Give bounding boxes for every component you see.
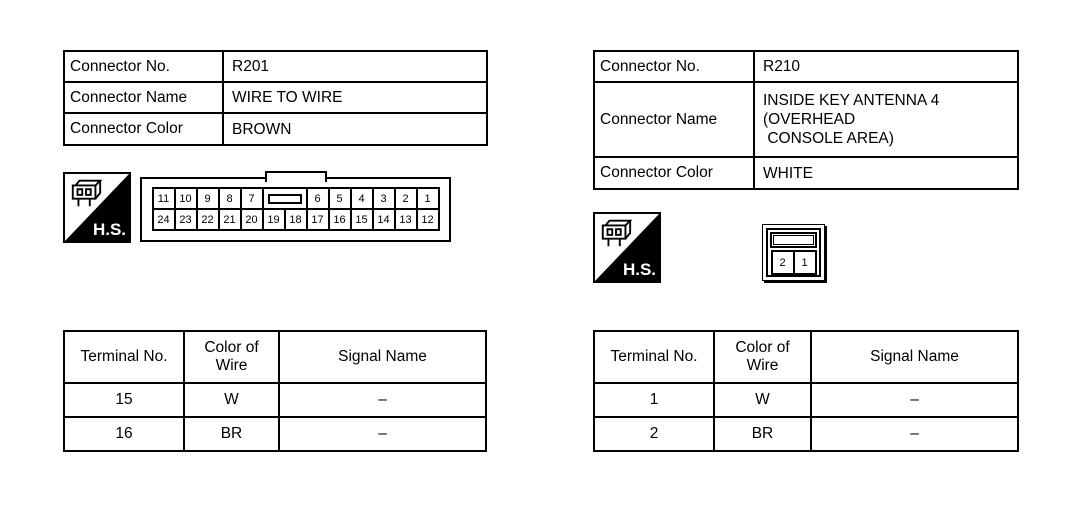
connector-color-value: BROWN xyxy=(222,112,488,146)
terminal-no-cell: 2 xyxy=(593,416,715,452)
signal-name-cell: – xyxy=(278,416,487,452)
signal-name-cell: – xyxy=(810,382,1019,418)
connector-name-label: Connector Name xyxy=(593,81,755,158)
pin-12: 12 xyxy=(415,208,440,231)
pin-10: 10 xyxy=(173,187,198,210)
pin-7: 7 xyxy=(239,187,264,210)
connector-inner-frame: 2 1 xyxy=(766,228,821,277)
terminal-no-header: Terminal No. xyxy=(593,330,715,384)
latch-slot-inner xyxy=(773,235,814,245)
pin-1: 1 xyxy=(792,250,817,275)
wire-color-cell: BR xyxy=(183,416,280,452)
connector-no-label: Connector No. xyxy=(593,50,755,83)
terminal-no-cell: 1 xyxy=(593,382,715,418)
connector-keying-tab xyxy=(264,171,327,182)
signal-name-cell: – xyxy=(810,416,1019,452)
pin-1: 1 xyxy=(415,187,440,210)
wire-color-cell: BR xyxy=(713,416,812,452)
connector-no-value: R210 xyxy=(753,50,1019,83)
pin-14: 14 xyxy=(371,208,396,231)
terminal-row: 15 W – xyxy=(63,382,487,418)
pin-11: 11 xyxy=(151,187,176,210)
signal-name-header: Signal Name xyxy=(278,330,487,384)
terminal-table-right: Terminal No. Color of Wire Signal Name 1… xyxy=(593,330,1019,452)
terminal-no-cell: 16 xyxy=(63,416,185,452)
pin-23: 23 xyxy=(173,208,198,231)
pin-6: 6 xyxy=(305,187,330,210)
latch-slot-cell xyxy=(261,187,308,210)
hs-badge-label: H.S. xyxy=(92,220,126,239)
pin-21: 21 xyxy=(217,208,242,231)
connector-color-label: Connector Color xyxy=(593,156,755,190)
pin-2: 2 xyxy=(770,250,795,275)
connector-name-value: INSIDE KEY ANTENNA 4 (OVERHEAD CONSOLE A… xyxy=(753,81,1019,158)
harness-connector-icon xyxy=(601,219,633,247)
pin-24: 24 xyxy=(151,208,176,231)
connector-drawing-r210: 2 1 xyxy=(762,224,825,281)
color-of-wire-header: Color of Wire xyxy=(183,330,280,384)
connector-name-value: WIRE TO WIRE xyxy=(222,81,488,114)
pin-8: 8 xyxy=(217,187,242,210)
pin-19: 19 xyxy=(261,208,286,231)
terminal-no-cell: 15 xyxy=(63,382,185,418)
terminal-table-left: Terminal No. Color of Wire Signal Name 1… xyxy=(63,330,487,452)
pin-grid-r201: 11 10 9 8 7 6 5 4 3 2 1 24 23 22 21 20 1… xyxy=(151,187,440,231)
pin-17: 17 xyxy=(305,208,330,231)
wire-color-cell: W xyxy=(713,382,812,418)
hs-badge-left: H.S. xyxy=(63,172,131,243)
pin-5: 5 xyxy=(327,187,352,210)
connector-color-value: WHITE xyxy=(753,156,1019,190)
connector-info-table-left: Connector No. R201 Connector Name WIRE T… xyxy=(63,50,488,146)
signal-name-cell: – xyxy=(278,382,487,418)
wire-color-cell: W xyxy=(183,382,280,418)
connector-info-table-right: Connector No. R210 Connector Name INSIDE… xyxy=(593,50,1019,190)
color-of-wire-header: Color of Wire xyxy=(713,330,812,384)
harness-connector-icon xyxy=(71,179,103,207)
signal-name-header: Signal Name xyxy=(810,330,1019,384)
pin-13: 13 xyxy=(393,208,418,231)
pin-2: 2 xyxy=(393,187,418,210)
pin-row-bottom: 24 23 22 21 20 19 18 17 16 15 14 13 12 xyxy=(151,208,440,231)
connector-color-label: Connector Color xyxy=(63,112,224,146)
pin-grid-r210: 2 1 xyxy=(770,250,817,275)
pin-22: 22 xyxy=(195,208,220,231)
pin-15: 15 xyxy=(349,208,374,231)
connector-no-value: R201 xyxy=(222,50,488,83)
connector-name-label: Connector Name xyxy=(63,81,224,114)
connector-drawing-r201: 11 10 9 8 7 6 5 4 3 2 1 24 23 22 21 20 1… xyxy=(140,171,451,242)
terminal-row: 16 BR – xyxy=(63,416,487,452)
hs-badge-label: H.S. xyxy=(622,260,656,279)
terminal-row: 1 W – xyxy=(593,382,1019,418)
hs-badge-right: H.S. xyxy=(593,212,661,283)
connector-no-label: Connector No. xyxy=(63,50,224,83)
pin-20: 20 xyxy=(239,208,264,231)
latch-slot xyxy=(267,193,302,204)
pin-row-top: 11 10 9 8 7 6 5 4 3 2 1 xyxy=(151,187,440,210)
pin-16: 16 xyxy=(327,208,352,231)
pin-4: 4 xyxy=(349,187,374,210)
terminal-no-header: Terminal No. xyxy=(63,330,185,384)
latch-slot xyxy=(770,232,817,248)
pin-row: 2 1 xyxy=(770,250,817,275)
pin-9: 9 xyxy=(195,187,220,210)
terminal-row: 2 BR – xyxy=(593,416,1019,452)
pin-3: 3 xyxy=(371,187,396,210)
pin-18: 18 xyxy=(283,208,308,231)
